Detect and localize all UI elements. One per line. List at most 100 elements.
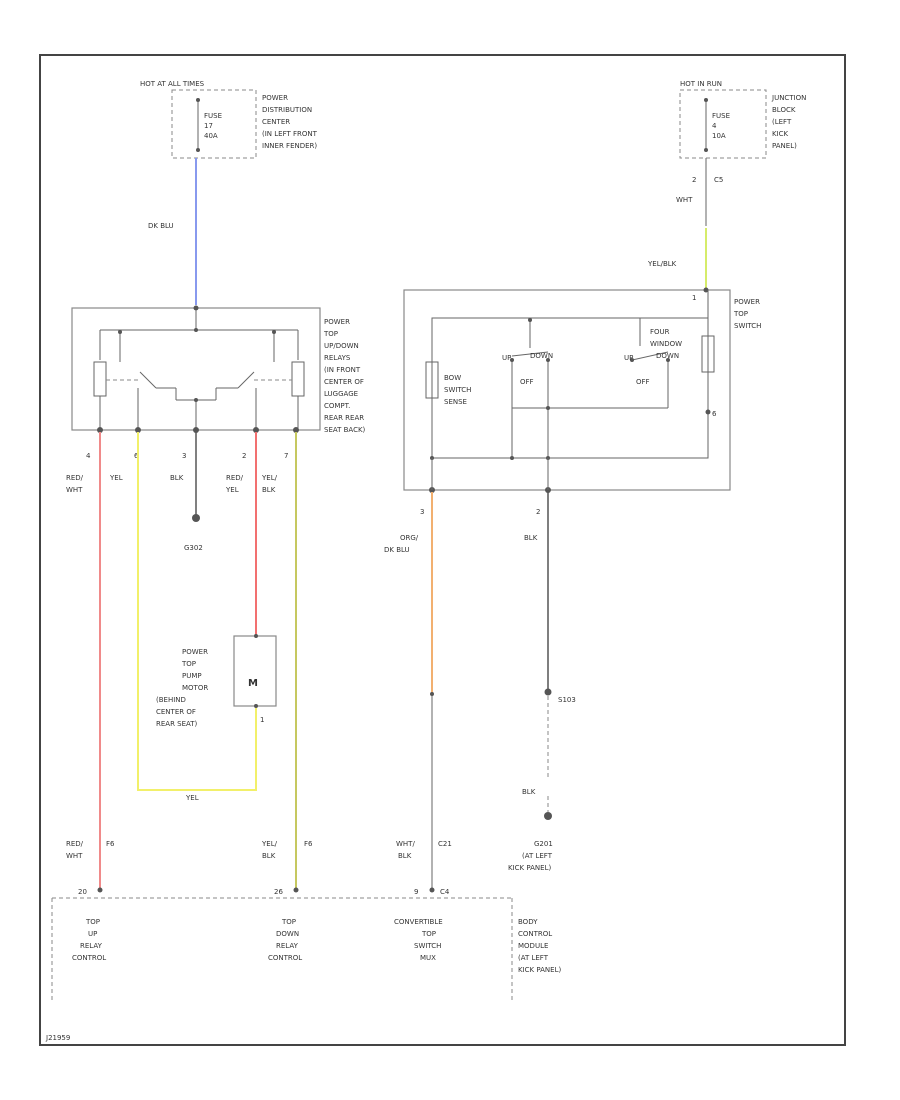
fuse-left-line-1: FUSE: [204, 112, 222, 120]
relay-label-7: LUGGAGE: [324, 390, 358, 398]
switch-bow-1: BOW: [444, 374, 461, 382]
conn-pin-9: 9: [414, 888, 418, 896]
switch-four-window-3: DOWN: [656, 352, 679, 360]
wire-label-blk-lower: BLK: [522, 788, 536, 796]
motor-label-2: TOP: [181, 660, 196, 668]
conn-pin-26: 26: [274, 888, 283, 896]
relay-label-8: COMPT.: [324, 402, 350, 410]
bcm-conv-3: SWITCH: [414, 942, 441, 950]
conn-red-wht-code: F6: [106, 840, 115, 848]
ground-g302-label: G302: [184, 544, 203, 552]
conn-yel-blk-2: BLK: [262, 852, 276, 860]
motor-label-6: CENTER OF: [156, 708, 196, 716]
switch-pin-left: 3: [420, 508, 424, 516]
fuse-block-left: HOT AT ALL TIMES FUSE 17 40A POWER DISTR…: [140, 80, 318, 159]
switch-down-label: DOWN: [530, 352, 553, 360]
bcm-top-down-3: RELAY: [276, 942, 299, 950]
switch-up-label-right: UP: [624, 354, 633, 362]
bcm-top-down-1: TOP: [281, 918, 296, 926]
switch-label-3: SWITCH: [734, 322, 761, 330]
switch-off-right: OFF: [636, 378, 650, 386]
relay-pin-4: 4: [86, 452, 91, 460]
wire-label-blk: BLK: [170, 474, 184, 482]
fuse-right-loc-2: BLOCK: [772, 106, 796, 114]
fuse-left-line-3: 40A: [204, 132, 218, 140]
bcm-top-up-4: CONTROL: [72, 954, 106, 962]
relay-pin-7: 7: [284, 452, 288, 460]
wire-label-org-1: ORG/: [400, 534, 419, 542]
motor-symbol: M: [248, 678, 258, 689]
fuse-right-loc-5: PANEL): [772, 142, 797, 150]
bcm-label-3: MODULE: [518, 942, 548, 950]
switch-off-left: OFF: [520, 378, 534, 386]
footer-code: J21959: [45, 1034, 70, 1042]
splice-s103-label: S103: [558, 696, 576, 704]
wire-label-blk-right: BLK: [524, 534, 538, 542]
relay-label-2: TOP: [323, 330, 338, 338]
fuse-right-line-1: FUSE: [712, 112, 730, 120]
diagram-frame: [39, 54, 846, 1046]
wire-org-end-dot: [430, 692, 434, 696]
switch-label-1: POWER: [734, 298, 760, 306]
conn-c4: C4: [440, 888, 450, 896]
wire-label-dk-blu: DK BLU: [148, 222, 174, 230]
conn-pin-20: 20: [78, 888, 87, 896]
conn-wht-blk-1: WHT/: [396, 840, 415, 848]
motor-label-5: (BEHIND: [156, 696, 186, 704]
bcm-label-4: (AT LEFT: [518, 954, 549, 962]
ground-g201-label-3: KICK PANEL): [508, 864, 551, 872]
conn-yel-blk-1: YEL/: [261, 840, 278, 848]
relay-label-10: SEAT BACK): [324, 426, 366, 434]
switch-bow-3: SENSE: [444, 398, 467, 406]
conn-yel-blk-code: F6: [304, 840, 313, 848]
switch-pin-side: 6: [712, 410, 717, 418]
relay-pin-6: 6: [134, 452, 139, 460]
relay-label-4: RELAYS: [324, 354, 351, 362]
bcm-top-up-3: RELAY: [80, 942, 103, 950]
fuse-block-right: HOT IN RUN FUSE 4 10A JUNCTION BLOCK (LE…: [679, 80, 806, 159]
bcm-conv-2: TOP: [421, 930, 436, 938]
wire-label-org-2: DK BLU: [384, 546, 410, 554]
relay-label-6: CENTER OF: [324, 378, 364, 386]
switch-pin-top: 1: [692, 294, 696, 302]
fuse-left-loc-2: DISTRIBUTION: [262, 106, 312, 114]
motor-label-1: POWER: [182, 648, 208, 656]
bcm-top-up-1: TOP: [85, 918, 100, 926]
switch-four-window-2: WINDOW: [650, 340, 682, 348]
motor-label-4: MOTOR: [182, 684, 208, 692]
pump-motor: M 1 POWER TOP PUMP MOTOR (BEHIND CENTER …: [156, 634, 277, 728]
bcm-label-1: BODY: [518, 918, 538, 926]
wire-yel: [137, 432, 257, 791]
wire-label-yel-bottom: YEL: [185, 794, 199, 802]
relay-label-9: REAR REAR: [324, 414, 364, 422]
wire-label-red-yel-1: RED/: [226, 474, 244, 482]
ground-g302-dot: [192, 514, 200, 522]
switch-pin-right: 2: [536, 508, 540, 516]
wire-label-yel-blk-top: YEL/BLK: [647, 260, 677, 268]
fuse-right-header: HOT IN RUN: [680, 80, 722, 88]
bcm-conv-4: MUX: [420, 954, 436, 962]
bcm-label-5: KICK PANEL): [518, 966, 561, 974]
ground-g201-label-1: G201: [534, 840, 553, 848]
ground-g201-dot: [544, 812, 552, 820]
wire-label-yel-blk-2: BLK: [262, 486, 276, 494]
connector-pin-2-top: 2: [692, 176, 696, 184]
relay-pin-2: 2: [242, 452, 246, 460]
bcm-conv-1: CONVERTIBLE: [394, 918, 443, 926]
bcm-top-down-4: CONTROL: [268, 954, 302, 962]
fuse-left-loc-5: INNER FENDER): [262, 142, 317, 150]
fuse-left-loc-3: CENTER: [262, 118, 290, 126]
motor-label-7: REAR SEAT): [156, 720, 198, 728]
wire-label-yel-blk-1: YEL/: [261, 474, 278, 482]
relay-label-1: POWER: [324, 318, 350, 326]
switch-label-2: TOP: [733, 310, 748, 318]
wire-label-red-wht-1: RED/: [66, 474, 84, 482]
bcm-label-2: CONTROL: [518, 930, 552, 938]
wire-label-wht-top: WHT: [676, 196, 693, 204]
conn-wht-blk-2: BLK: [398, 852, 412, 860]
connector-c5-top: C5: [714, 176, 723, 184]
splice-s103: [544, 688, 552, 696]
motor-pin: 1: [260, 716, 264, 724]
motor-label-3: PUMP: [182, 672, 202, 680]
